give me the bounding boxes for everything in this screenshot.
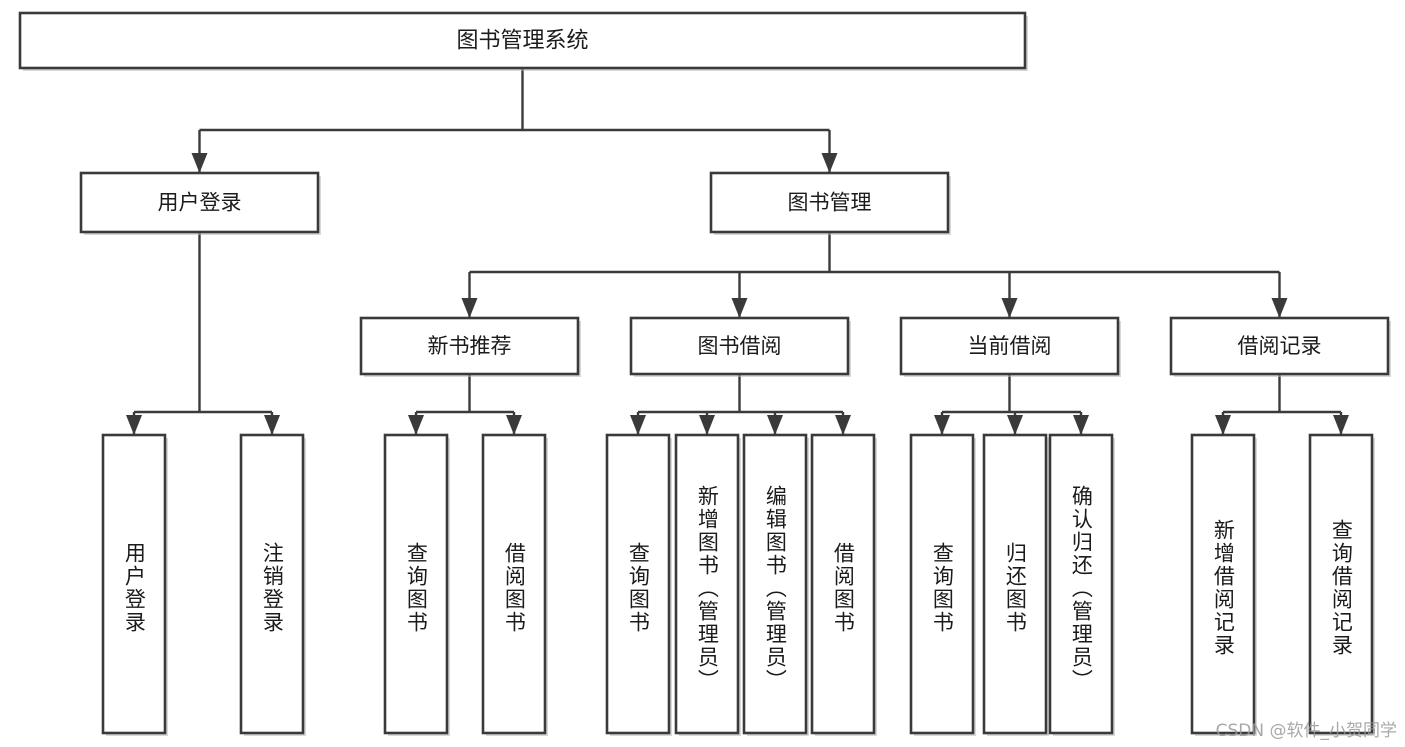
leaf-new-book-recommend-arrow-0: [408, 415, 424, 435]
node-leaf-edit-book-admin[interactable]: [742, 433, 808, 735]
node-book-borrow-label: 图书借阅: [698, 334, 782, 358]
level2-arrow-3: [1271, 298, 1288, 318]
leaf-book-borrow-arrow-2: [767, 415, 783, 435]
leaf-borrow-record-arrow-1: [1333, 415, 1349, 435]
leaf-user-login-arrow-1: [264, 415, 280, 435]
level2-arrow-0: [461, 298, 478, 318]
node-leaf-logout[interactable]: [239, 433, 305, 735]
node-leaf-query-borrow-record[interactable]: [1308, 433, 1374, 735]
node-leaf-add-borrow-record[interactable]: [1190, 433, 1256, 735]
node-leaf-borrow-book[interactable]: [810, 433, 876, 735]
root-arrow-1: [821, 153, 838, 173]
level2-arrow-1: [731, 298, 748, 318]
boxes-layer: [18, 11, 1391, 736]
leaf-current-borrow-arrow-0: [934, 415, 950, 435]
node-user-login[interactable]: [79, 171, 320, 234]
node-current-borrow-label: 当前借阅: [968, 334, 1052, 358]
connectors-layer: [126, 68, 1349, 435]
leaf-user-login-arrow-0: [126, 415, 142, 435]
node-leaf-query-book-borrow[interactable]: [605, 433, 671, 735]
leaf-current-borrow-arrow-1: [1007, 415, 1023, 435]
node-root[interactable]: [18, 11, 1027, 70]
leaf-book-borrow-arrow-0: [630, 415, 646, 435]
node-leaf-user-login[interactable]: [101, 433, 167, 735]
root-arrow-0: [191, 153, 208, 173]
node-user-login-label: 用户登录: [158, 191, 242, 215]
leaf-borrow-record-arrow-0: [1215, 415, 1231, 435]
node-new-book-recommend[interactable]: [359, 316, 580, 376]
node-leaf-return-book[interactable]: [982, 433, 1048, 735]
node-root-label: 图书管理系统: [456, 29, 588, 54]
node-leaf-query-book-new[interactable]: [383, 433, 449, 735]
node-leaf-confirm-return-admin[interactable]: [1048, 433, 1114, 735]
level2-arrow-2: [1001, 298, 1018, 318]
leaf-new-book-recommend-arrow-1: [506, 415, 522, 435]
node-leaf-add-book-admin[interactable]: [674, 433, 740, 735]
node-book-management[interactable]: [709, 171, 950, 234]
node-borrow-record[interactable]: [1169, 316, 1390, 376]
leaf-book-borrow-arrow-1: [699, 415, 715, 435]
node-book-borrow[interactable]: [629, 316, 850, 376]
leaf-current-borrow-arrow-2: [1073, 415, 1089, 435]
node-leaf-query-book-current[interactable]: [909, 433, 975, 735]
node-book-management-label: 图书管理: [788, 191, 872, 215]
leaf-book-borrow-arrow-3: [835, 415, 851, 435]
node-current-borrow[interactable]: [899, 316, 1120, 376]
node-new-book-recommend-label: 新书推荐: [428, 334, 512, 358]
node-leaf-borrow-book-new[interactable]: [481, 433, 547, 735]
node-borrow-record-label: 借阅记录: [1238, 334, 1322, 358]
